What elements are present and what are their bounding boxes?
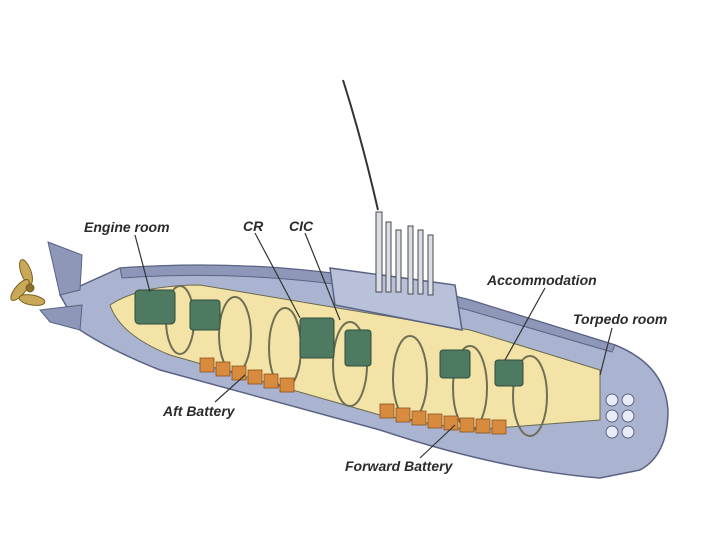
stern-plane [39, 304, 83, 331]
label-torpedo-room: Torpedo room [573, 311, 668, 327]
label-cr: CR [243, 218, 264, 234]
forward-battery [379, 403, 507, 435]
label-cic: CIC [289, 218, 314, 234]
rudder [47, 241, 83, 296]
label-accommodation: Accommodation [487, 272, 597, 288]
label-forward-battery: Forward Battery [345, 458, 453, 474]
aft-battery [199, 357, 295, 393]
antenna [342, 79, 379, 211]
machinery [134, 289, 524, 387]
leader-lines [134, 232, 613, 459]
propeller-icon [10, 259, 46, 306]
label-engine-room: Engine room [84, 219, 170, 235]
masts [375, 211, 434, 296]
torpedo-tubes [605, 393, 635, 439]
label-aft-battery: Aft Battery [163, 403, 235, 419]
